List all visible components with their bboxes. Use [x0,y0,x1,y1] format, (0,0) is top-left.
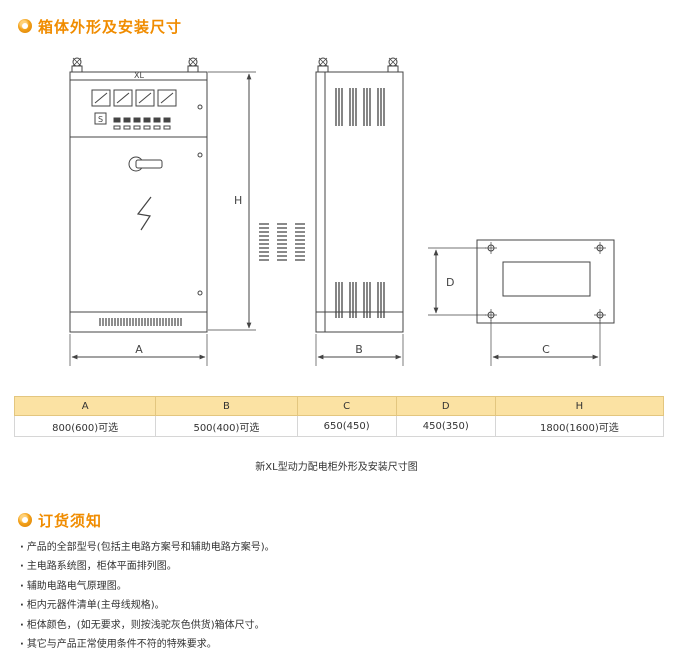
list-item: 辅助电路电气原理图。 [20,577,275,596]
table-row: 800(600)可选 500(400)可选 650(450) 450(350) … [13,415,665,437]
table-cell: 800(600)可选 [13,415,157,437]
list-item: 柜体颜色，(如无要求，则按浅驼灰色供货)箱体尺寸。 [20,616,275,635]
list-item: 其它与产品正常使用条件不符的特殊要求。 [20,635,275,654]
mounting-hole-icon [594,309,606,321]
dim-label-d: D [446,276,454,289]
table-cell: 500(400)可选 [155,415,298,437]
side-vent [259,223,305,261]
mounting-hole-icon [594,242,606,254]
bottom-vent [99,318,182,326]
mounting-hole-icon [485,242,497,254]
table-header-cell: H [494,396,665,416]
front-panel-label: XL [134,71,144,80]
cabinet-dimension-drawing: S [69,57,615,366]
switch-handle-icon [128,156,163,172]
dim-label-c: C [542,343,550,356]
lifting-eye-icon [187,57,199,73]
figure-caption: 新XL型动力配电柜外形及安装尺寸图 [255,462,418,473]
table-header-cell: D [395,396,496,416]
table-header-cell: B [155,396,298,416]
dim-label-b: B [355,343,363,356]
top-view [428,239,615,366]
orange-circle-bullet-icon [18,19,32,33]
list-item: 主电路系统图，柜体平面排列图。 [20,557,275,576]
mounting-hole-icon [485,309,497,321]
list-item: 产品的全部型号(包括主电路方案号和辅助电路方案号)。 [20,538,275,557]
indicator-row: S [94,112,171,130]
side-upper-vent [335,88,385,126]
section-title: 订货须知 [38,511,103,530]
side-view [315,57,404,366]
lifting-eye-icon [317,57,329,73]
front-view: S [69,57,256,366]
table-header-cell: C [296,396,397,416]
lifting-eye-icon [387,57,399,73]
svg-text:S: S [98,115,103,124]
table-header-cell: A [13,396,157,416]
table-cell: 450(350) [395,415,496,437]
meter-panel [91,89,177,107]
dimension-table: A B C D H 800(600)可选 500(400)可选 650(450)… [13,396,665,437]
table-cell: 1800(1600)可选 [494,415,665,437]
section-heading-ordering: 订货须知 [18,508,102,532]
table-cell: 650(450) [296,415,397,437]
lightning-warning-icon [136,196,152,231]
table-header-row: A B C D H [13,396,665,416]
dim-label-h: H [234,194,242,207]
section-title: 箱体外形及安装尺寸 [38,17,183,36]
dim-label-a: A [135,343,143,356]
section-heading-dimensions: 箱体外形及安装尺寸 [18,14,182,38]
orange-circle-bullet-icon [18,513,32,527]
ordering-notes-list: 产品的全部型号(包括主电路方案号和辅助电路方案号)。 主电路系统图，柜体平面排列… [20,538,275,654]
list-item: 柜内元器件清单(主母线规格)。 [20,596,275,615]
side-lower-vent [335,282,385,318]
lifting-eye-icon [71,57,83,73]
